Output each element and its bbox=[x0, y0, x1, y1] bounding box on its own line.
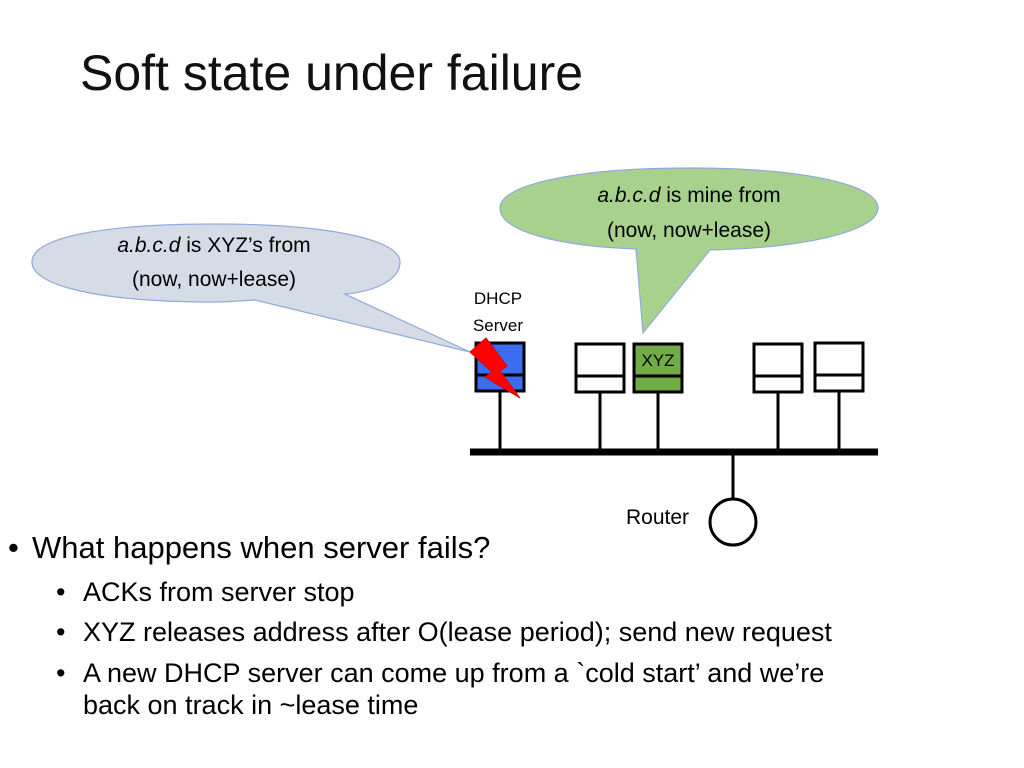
bullet-sub: ACKs from server stop bbox=[56, 576, 1008, 609]
lightning-bolt-icon bbox=[469, 337, 521, 399]
left-callout-shape bbox=[31, 223, 471, 353]
bullet-sub: A new DHCP server can come up from a `co… bbox=[56, 657, 1008, 722]
right-callout: a.b.c.d is mine from (now, now+lease) bbox=[499, 167, 879, 335]
right-callout-line1: a.b.c.d is mine from bbox=[597, 184, 780, 207]
host-computer bbox=[574, 342, 626, 452]
xyz-host: XYZ bbox=[632, 342, 684, 452]
dhcp-server-label-line2: Server bbox=[473, 316, 523, 335]
bullet-list: What happens when server fails? ACKs fro… bbox=[8, 530, 1008, 730]
host-computer bbox=[752, 342, 804, 452]
router-label: Router bbox=[626, 506, 689, 529]
bullet-sub-text: A new DHCP server can come up from a `co… bbox=[83, 657, 825, 721]
xyz-host-label: XYZ bbox=[641, 351, 674, 370]
left-callout-line1: a.b.c.d is XYZ’s from bbox=[117, 234, 310, 257]
slide-title: Soft state under failure bbox=[80, 45, 584, 101]
bullet-main: What happens when server fails? bbox=[8, 530, 1008, 566]
right-callout-line2: (now, now+lease) bbox=[607, 219, 771, 242]
left-callout-line2: (now, now+lease) bbox=[132, 268, 296, 291]
bullet-sub: XYZ releases address after O(lease perio… bbox=[56, 616, 1008, 649]
host-computer bbox=[813, 341, 865, 452]
dhcp-server-label-line1: DHCP bbox=[474, 289, 522, 308]
right-callout-shape bbox=[499, 167, 879, 335]
left-callout: a.b.c.d is XYZ’s from (now, now+lease) bbox=[31, 223, 471, 353]
